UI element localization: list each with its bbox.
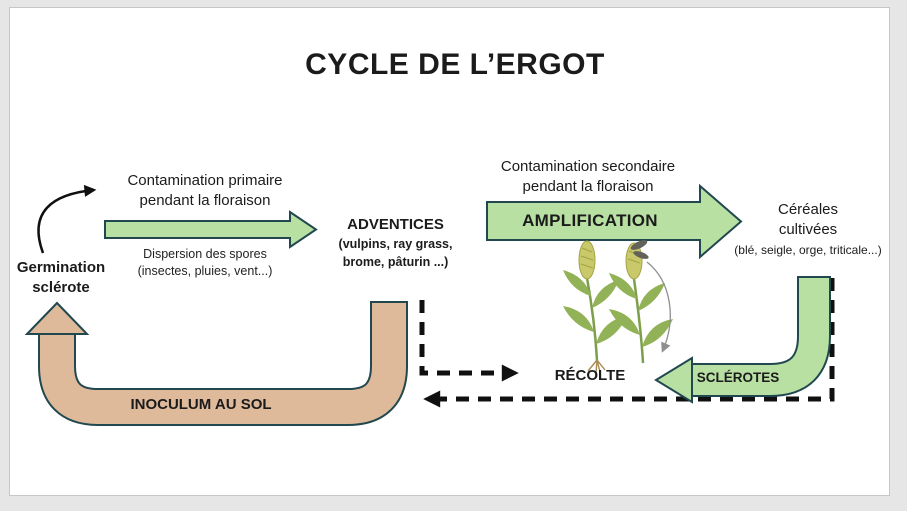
label-dispersion: Dispersion des spores (insectes, pluies, …	[90, 246, 320, 280]
sclerotia-body	[633, 251, 649, 259]
dispersion-arrow	[104, 210, 318, 249]
label-amplification: AMPLIFICATION	[522, 211, 658, 230]
label-inoculum: INOCULUM AU SOL	[130, 396, 272, 413]
page-title: CYCLE DE L’ERGOT	[305, 48, 605, 81]
cereales-line1: Céréales	[777, 201, 839, 218]
label-contamination-primaire: Contamination primaire pendant la florais…	[90, 171, 320, 211]
label-sclerotes: SCLÉROTES	[696, 370, 780, 385]
sclerotia-body	[630, 240, 648, 250]
dispersion-line2: (insectes, pluies, vent...)	[137, 264, 273, 278]
dispersion-line1: Dispersion des spores	[143, 247, 267, 261]
inoculum-arrow	[24, 301, 408, 426]
label-adventices: ADVENTICES (vulpins, ray grass, brome, pât…	[318, 215, 473, 271]
label-germination-sclerote: Germination sclérote	[2, 258, 120, 298]
germination-line2: sclérote	[32, 279, 90, 296]
label-cereales: Céréales cultivées (blé, seigle, orge, tri…	[722, 200, 894, 260]
sclerotes-arrowhead	[654, 356, 693, 404]
inoculum-arrowhead	[24, 301, 90, 335]
contamination-secondaire-line2: pendant la floraison	[522, 178, 654, 195]
germination-curved-arrow	[37, 184, 97, 254]
cereales-line3: (blé, seigle, orge, triticale...)	[734, 243, 882, 257]
germination-line1: Germination	[16, 259, 106, 276]
sclerotia-fall-arrow	[646, 261, 671, 353]
contamination-secondaire-line1: Contamination secondaire	[500, 158, 676, 175]
dashed-arrow-to-recolte	[419, 300, 519, 382]
label-contamination-secondaire: Contamination secondaire pendant la flora…	[468, 157, 708, 197]
dashed-arrow-to-inoculum	[423, 278, 835, 408]
adventices-line1: (vulpins, ray grass,	[338, 237, 453, 251]
label-recolte: RÉCOLTE	[554, 367, 626, 384]
amplification-arrow	[486, 183, 743, 260]
contamination-primaire-line2: pendant la floraison	[139, 192, 271, 209]
sclerotes-arrow	[654, 276, 831, 404]
cereales-line2: cultivées	[778, 221, 838, 238]
wheat-plant-healthy	[563, 240, 627, 374]
contamination-primaire-line1: Contamination primaire	[127, 172, 283, 189]
adventices-title: ADVENTICES	[347, 216, 444, 233]
adventices-line2: brome, pâturin ...)	[342, 255, 449, 269]
wheat-plant-infected	[609, 240, 673, 364]
